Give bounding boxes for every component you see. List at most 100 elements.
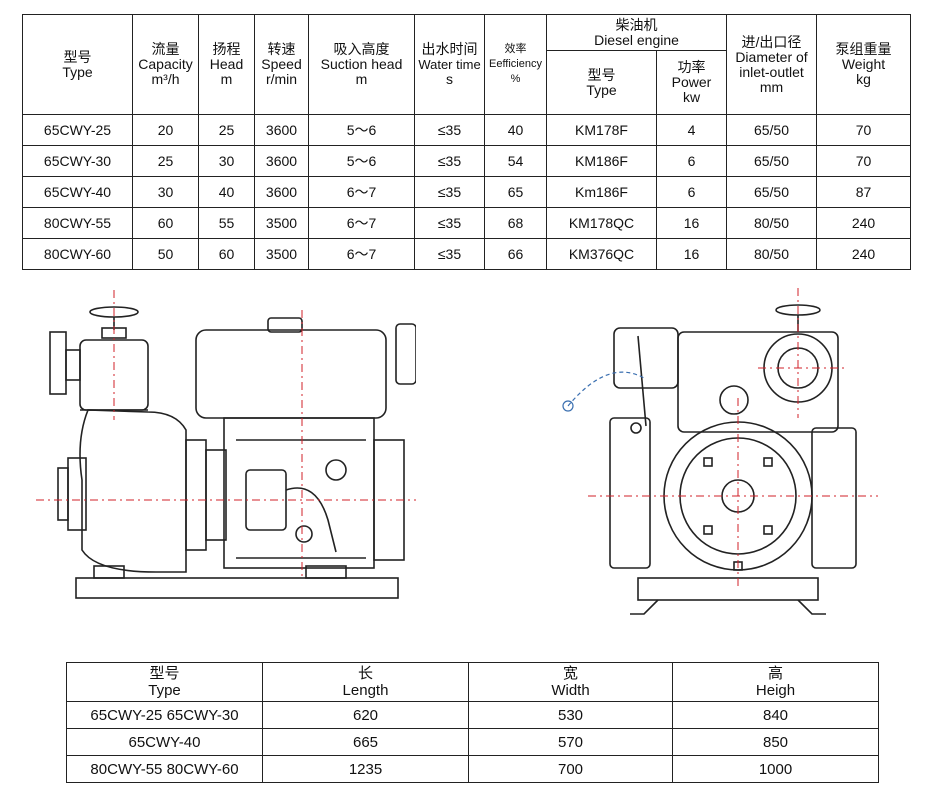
table-cell: 80/50 bbox=[726, 238, 817, 270]
header-efficiency: 效率 Eefficiency % bbox=[484, 14, 547, 115]
front-side-body bbox=[609, 417, 651, 569]
dims-header-width: 宽 Width bbox=[468, 662, 673, 702]
table-cell: 80/50 bbox=[726, 207, 817, 239]
table-cell: 66 bbox=[484, 238, 547, 270]
table-cell: 70 bbox=[816, 145, 911, 177]
table-cell: 65CWY-30 bbox=[22, 145, 133, 177]
table-cell: 80CWY-55 bbox=[22, 207, 133, 239]
base-plate bbox=[75, 577, 399, 599]
engine-foot bbox=[305, 565, 347, 579]
table-cell: 25 bbox=[198, 114, 255, 146]
table-cell: 3600 bbox=[254, 176, 309, 208]
table-cell: 3600 bbox=[254, 145, 309, 177]
table-cell: 700 bbox=[468, 755, 673, 783]
header-speed: 转速 Speed r/min bbox=[254, 14, 309, 115]
table-cell: 6 bbox=[656, 145, 727, 177]
pump-casing bbox=[79, 409, 187, 573]
table-cell: KM178F bbox=[546, 114, 657, 146]
table-cell: 240 bbox=[816, 207, 911, 239]
air-filter bbox=[395, 323, 416, 385]
table-cell: 60 bbox=[132, 207, 199, 239]
table-cell: 620 bbox=[262, 701, 469, 729]
front-engine-head bbox=[677, 331, 839, 433]
header-diesel-type: 型号 Type bbox=[546, 50, 657, 115]
front-view-outline bbox=[609, 304, 857, 615]
dims-header-height: 高 Heigh bbox=[672, 662, 879, 702]
table-cell: 65 bbox=[484, 176, 547, 208]
side-view-centerlines bbox=[36, 290, 416, 580]
fuel-cap bbox=[267, 317, 303, 333]
table-cell: 850 bbox=[672, 728, 879, 756]
table-cell: 55 bbox=[198, 207, 255, 239]
table-cell: 54 bbox=[484, 145, 547, 177]
table-cell: 5～6 bbox=[308, 145, 415, 177]
table-cell: ≤35 bbox=[414, 145, 485, 177]
table-cell: KM178QC bbox=[546, 207, 657, 239]
table-cell: 16 bbox=[656, 207, 727, 239]
header-head: 扬程 Head m bbox=[198, 14, 255, 115]
side-view-outline bbox=[49, 306, 416, 599]
table-cell: 5～6 bbox=[308, 114, 415, 146]
table-cell: 665 bbox=[262, 728, 469, 756]
header-suction-head: 吸入高度 Suction head m bbox=[308, 14, 415, 115]
table-cell: 80CWY-60 bbox=[22, 238, 133, 270]
throttle-lever bbox=[637, 335, 647, 427]
table-cell: 3500 bbox=[254, 207, 309, 239]
header-power: 功率 Power kw bbox=[656, 50, 727, 115]
lever-swing-arc bbox=[567, 371, 645, 407]
table-cell: 65/50 bbox=[726, 176, 817, 208]
table-cell: 65CWY-40 bbox=[66, 728, 263, 756]
pump-side-view-drawing bbox=[36, 290, 416, 599]
table-cell: 240 bbox=[816, 238, 911, 270]
engine-bolt bbox=[295, 525, 313, 543]
coupling bbox=[185, 439, 207, 551]
table-cell: KM376QC bbox=[546, 238, 657, 270]
pump-foot bbox=[93, 565, 125, 579]
table-cell: 1235 bbox=[262, 755, 469, 783]
pump-front-view-drawing bbox=[562, 288, 878, 615]
pressure-gauge bbox=[719, 385, 749, 415]
inlet-flange bbox=[49, 331, 67, 395]
table-cell: 50 bbox=[132, 238, 199, 270]
table-cell: 6～7 bbox=[308, 176, 415, 208]
header-weight: 泵组重量 Weight kg bbox=[816, 14, 911, 115]
table-cell: ≤35 bbox=[414, 114, 485, 146]
table-cell: 30 bbox=[132, 176, 199, 208]
header-diameter: 进/出口径 Diameter of inlet-outlet mm bbox=[726, 14, 817, 115]
table-cell: 65/50 bbox=[726, 145, 817, 177]
table-cell: 16 bbox=[656, 238, 727, 270]
table-cell: 1000 bbox=[672, 755, 879, 783]
header-diesel-engine: 柴油机 Diesel engine bbox=[546, 14, 727, 51]
lever-alt-position bbox=[562, 400, 574, 412]
table-cell: 65/50 bbox=[726, 114, 817, 146]
table-cell: 570 bbox=[468, 728, 673, 756]
table-cell: 25 bbox=[132, 145, 199, 177]
dims-header-length: 长 Length bbox=[262, 662, 469, 702]
outlet-flange bbox=[67, 457, 87, 531]
dims-header-type: 型号 Type bbox=[66, 662, 263, 702]
front-fuel-tank bbox=[613, 327, 679, 389]
table-cell: 530 bbox=[468, 701, 673, 729]
table-cell: 65CWY-40 bbox=[22, 176, 133, 208]
header-capacity: 流量 Capacity m³/h bbox=[132, 14, 199, 115]
header-type: 型号 Type bbox=[22, 14, 133, 115]
front-view-centerlines bbox=[588, 288, 878, 588]
table-cell: 840 bbox=[672, 701, 879, 729]
table-cell: ≤35 bbox=[414, 238, 485, 270]
spec-table: 型号 Type 流量 Capacity m³/h 扬程 Head m 转速 Sp… bbox=[22, 14, 911, 270]
table-cell: 6 bbox=[656, 176, 727, 208]
front-base-plate bbox=[637, 577, 819, 601]
table-cell: 6～7 bbox=[308, 238, 415, 270]
table-cell: 87 bbox=[816, 176, 911, 208]
table-cell: 20 bbox=[132, 114, 199, 146]
table-cell: 4 bbox=[656, 114, 727, 146]
table-cell: 65CWY-25 65CWY-30 bbox=[66, 701, 263, 729]
